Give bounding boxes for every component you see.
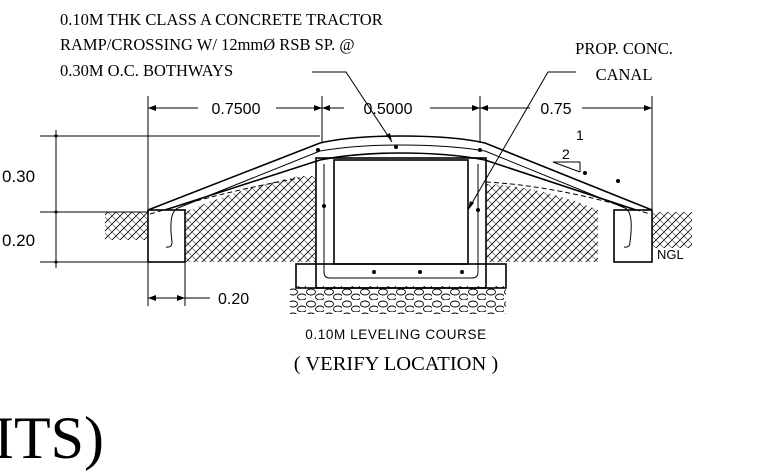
ngl-ground-left bbox=[105, 212, 148, 240]
rebar-dots bbox=[316, 145, 620, 274]
slope-run: 2 bbox=[562, 146, 570, 162]
right-footing-hook bbox=[623, 241, 631, 248]
canal-rebar bbox=[323, 164, 479, 279]
canal-outer-wall bbox=[315, 157, 487, 289]
slope-rise: 1 bbox=[576, 127, 584, 143]
ramp-dashed-line bbox=[149, 177, 651, 215]
left-dimension-line bbox=[40, 130, 320, 268]
dim-top-middle: 0.5000 bbox=[364, 101, 413, 118]
left-footing bbox=[147, 209, 186, 263]
slab-note-line1: 0.10M THK CLASS A CONCRETE TRACTOR bbox=[60, 10, 383, 29]
canal-note-line1: PROP. CONC. bbox=[575, 39, 673, 58]
earth-fill-left bbox=[185, 176, 316, 262]
leveling-course-gravel bbox=[290, 286, 506, 314]
partial-title: ITS) bbox=[0, 405, 104, 471]
canal-note-leader bbox=[467, 71, 576, 211]
slab-leader-arrow bbox=[386, 133, 392, 142]
canal-base bbox=[295, 263, 507, 289]
canal-note-line2: CANAL bbox=[596, 65, 653, 84]
right-footing bbox=[613, 209, 653, 263]
earth-fill-right bbox=[486, 184, 598, 262]
slab-note-line2: RAMP/CROSSING W/ 12mmØ RSB SP. @ bbox=[60, 35, 355, 54]
canal-inner-opening bbox=[333, 159, 469, 265]
leveling-course-label: 0.10M LEVELING COURSE bbox=[305, 327, 486, 342]
dim-top-right: 0.75 bbox=[540, 101, 571, 118]
dim-left-lower: 0.20 bbox=[2, 231, 35, 250]
left-footing-hook bbox=[165, 241, 173, 248]
verify-location-label: ( VERIFY LOCATION ) bbox=[294, 353, 498, 375]
dim-top-left: 0.7500 bbox=[212, 101, 261, 118]
ngl-label: NGL bbox=[657, 247, 684, 262]
dim-left-upper: 0.30 bbox=[2, 167, 35, 186]
slab-note-line3: 0.30M O.C. BOTHWAYS bbox=[60, 61, 233, 80]
dim-bottom-left: 0.20 bbox=[218, 291, 249, 308]
ramp-slab-outline bbox=[147, 135, 653, 211]
canal-leader-arrow bbox=[468, 201, 474, 210]
ngl-ground-right bbox=[652, 212, 692, 248]
bottom-dimension-line bbox=[147, 262, 210, 306]
slab-note-leader bbox=[312, 71, 393, 143]
slope-symbol bbox=[552, 161, 581, 173]
